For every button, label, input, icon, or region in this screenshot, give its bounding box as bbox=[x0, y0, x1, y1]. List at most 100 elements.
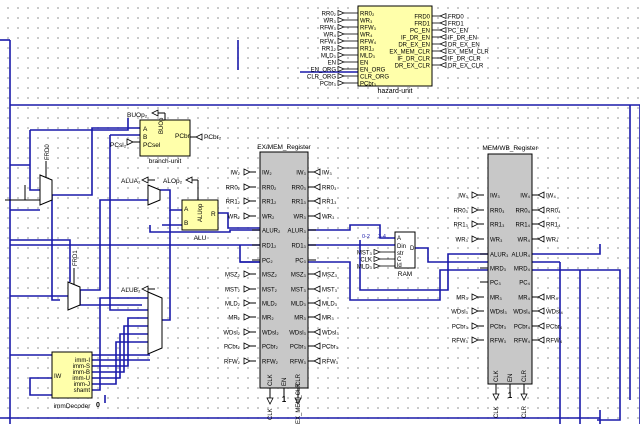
branch-in-b: B bbox=[143, 134, 147, 141]
ram-label: RAM bbox=[398, 271, 412, 278]
mem-wb-tunnel-out-0-arrow bbox=[537, 191, 545, 199]
alub-tunnel: ALUB₂ bbox=[121, 285, 155, 294]
ex-mem-right-9: MLD₃ bbox=[291, 302, 307, 308]
hazard-input-2: RFW₃ bbox=[320, 26, 337, 32]
alu[interactable]: A B R ALUop ALU bbox=[181, 199, 219, 242]
mem-wb-right-1: RR0₄ bbox=[516, 209, 531, 215]
ex-mem-left-1: RR0₂ bbox=[262, 186, 277, 192]
ex-mem-right-8: MST₃ bbox=[291, 288, 307, 294]
imm-row-5: shamt bbox=[74, 388, 91, 394]
ex-mem-right-10: MR₃ bbox=[294, 316, 306, 322]
hazard-input-5: RR1₂ bbox=[322, 47, 337, 53]
ex-mem-tunnel-out-9-text: PCbr₃ bbox=[322, 345, 339, 351]
imm-decoder-label: immDecoder bbox=[54, 403, 92, 410]
hazard-output-arrow-6 bbox=[439, 54, 447, 62]
hazard-inner-left-8: EN_ORG bbox=[360, 68, 386, 74]
hazard-output-arrow-3 bbox=[439, 33, 447, 41]
hazard-inner-left-0: RR0₂ bbox=[360, 12, 375, 18]
ex-mem-tunnel-in-1-text: RR0₂ bbox=[226, 186, 241, 192]
ex-mem-bottom-1: EN bbox=[282, 378, 288, 386]
mem-wb-tunnel-out-7-arrow bbox=[537, 336, 545, 344]
ex-mem-tunnel-out-4-text: MSZ₃ bbox=[322, 273, 338, 279]
ex-mem-left-9: MLD₂ bbox=[262, 302, 278, 308]
ex-mem-tunnel-out-3-arrow bbox=[313, 212, 321, 220]
hazard-inner-left-7: EN bbox=[360, 61, 368, 67]
mem-wb-tunnel-out-1-text: RR0₄ bbox=[546, 209, 561, 215]
branch-op-tunnel: BUOp₂ bbox=[127, 109, 166, 120]
ex-mem-left-4: ALUR₂ bbox=[262, 229, 281, 235]
mem-wb-clr-arrow bbox=[520, 393, 528, 401]
ex-mem-tunnel-out-7-arrow bbox=[313, 313, 321, 321]
ex-mem-left-10: MR₂ bbox=[262, 316, 274, 322]
ex-mem-left-7: MSZ₂ bbox=[262, 273, 278, 279]
mem-wb-bottom-0: CLK bbox=[494, 370, 500, 382]
hazard-output-7: DR_EX_CLR bbox=[448, 64, 484, 70]
mem-wb-tunnel-out-7-text: RFW₄ bbox=[546, 339, 563, 345]
ex-mem-tunnel-in-10-text: RFW₂ bbox=[224, 360, 241, 366]
ex-mem-left-5: RD1₂ bbox=[262, 244, 277, 250]
mux-alua[interactable] bbox=[147, 184, 161, 206]
hazard-inner-left-2: RFW₃ bbox=[360, 26, 377, 32]
mem-wb-right-5: MRD₄ bbox=[514, 267, 531, 273]
mem-wb-tunnel-in-1-text: RR0₃ bbox=[454, 209, 469, 215]
ex-mem-title: EX/MEM_Register bbox=[257, 144, 311, 151]
ram[interactable]: A Din str C ld D RAM bbox=[394, 231, 416, 278]
hazard-output-5: EX_MEM_CLR bbox=[448, 50, 489, 56]
mem-wb-right-9: PCbr₄ bbox=[514, 325, 531, 331]
mux-frd0[interactable]: FRD0 bbox=[5, 144, 53, 206]
mem-wb-left-2: RR1₃ bbox=[490, 223, 505, 229]
hazard-inner-right-6: IF_DR_CLR bbox=[397, 57, 430, 63]
ex-mem-right-1: RR0₃ bbox=[292, 186, 307, 192]
mem-wb-tunnel-in-7-arrow bbox=[471, 336, 479, 344]
mem-wb-left-10: RFW₃ bbox=[490, 339, 507, 345]
ex-mem-tunnel-out-10-arrow bbox=[313, 357, 321, 365]
ex-mem-tunnel-in-3-arrow bbox=[243, 212, 251, 220]
ram-port-str: str bbox=[397, 251, 404, 257]
svg-text:ALUA₂: ALUA₂ bbox=[121, 178, 141, 185]
ex-mem-tunnel-out-3-text: WR₃ bbox=[322, 215, 335, 221]
mux-alub[interactable] bbox=[147, 291, 163, 355]
hazard-input-arrow-10 bbox=[337, 79, 345, 87]
mem-wb-tunnel-out-5-arrow bbox=[537, 307, 545, 315]
ex-mem-clk-tunnel: CLK bbox=[268, 408, 274, 420]
ex-mem-right-7: MSZ₃ bbox=[291, 273, 307, 279]
ex-mem-tunnel-in-8-text: WDsl₂ bbox=[223, 331, 240, 337]
ex-mem-tunnel-in-2-arrow bbox=[243, 197, 251, 205]
ex-mem-tunnel-in-6-text: MLD₂ bbox=[225, 302, 241, 308]
branch-unit[interactable]: A B PCsel PCbr BUOp branch-unit bbox=[139, 117, 191, 165]
bus-label-2: 3-4 bbox=[378, 234, 386, 240]
mem-wb-tunnel-in-2-text: RR1₃ bbox=[454, 223, 469, 229]
mem-wb-right-4: ALUR₄ bbox=[512, 253, 531, 259]
ex-mem-clk-arrow bbox=[266, 397, 274, 405]
mux-frd1[interactable]: FRD1 bbox=[67, 250, 81, 311]
mem-wb-tunnel-in-7-text: RFW₃ bbox=[452, 339, 469, 345]
hazard-output-arrow-0 bbox=[439, 12, 447, 20]
ex-mem-tunnel-in-4-text: MSZ₂ bbox=[225, 273, 241, 279]
ex-mem-left-11: WDsl₂ bbox=[262, 331, 279, 337]
ex-mem-right-5: RD1₃ bbox=[292, 244, 307, 250]
hazard-output-1: FRD1 bbox=[448, 22, 464, 28]
ex-mem-tunnel-out-1-arrow bbox=[313, 183, 321, 191]
ex-mem-right-12: PCbr₃ bbox=[290, 345, 307, 351]
hazard-inner-left-6: MLD₃ bbox=[360, 54, 376, 60]
mem-wb-tunnel-in-3-arrow bbox=[471, 235, 479, 243]
ex-mem-tunnel-out-10-text: RFW₃ bbox=[322, 360, 339, 366]
mem-wb-tunnel-in-5-text: WDsl₃ bbox=[451, 310, 468, 316]
ex-mem-tunnel-out-6-arrow bbox=[313, 299, 321, 307]
ex-mem-right-13: RFW₃ bbox=[290, 360, 307, 366]
ram-port-din: Din bbox=[397, 244, 406, 250]
hazard-unit-label: hazard-unit bbox=[377, 88, 412, 95]
hazard-output-4: DR_EX_EN bbox=[448, 43, 480, 49]
mem-wb-tunnel-in-0-arrow bbox=[471, 191, 479, 199]
mem-wb-tunnel-out-0-text: IW₄ bbox=[546, 194, 556, 200]
ex-mem-tunnel-out-0-text: IW₃ bbox=[322, 171, 332, 177]
hazard-input-0: RR0₂ bbox=[322, 12, 337, 18]
alu-label: ALU bbox=[194, 235, 207, 242]
hazard-output-2: PC_EN bbox=[448, 29, 468, 35]
ram-port-c: C bbox=[397, 257, 402, 263]
